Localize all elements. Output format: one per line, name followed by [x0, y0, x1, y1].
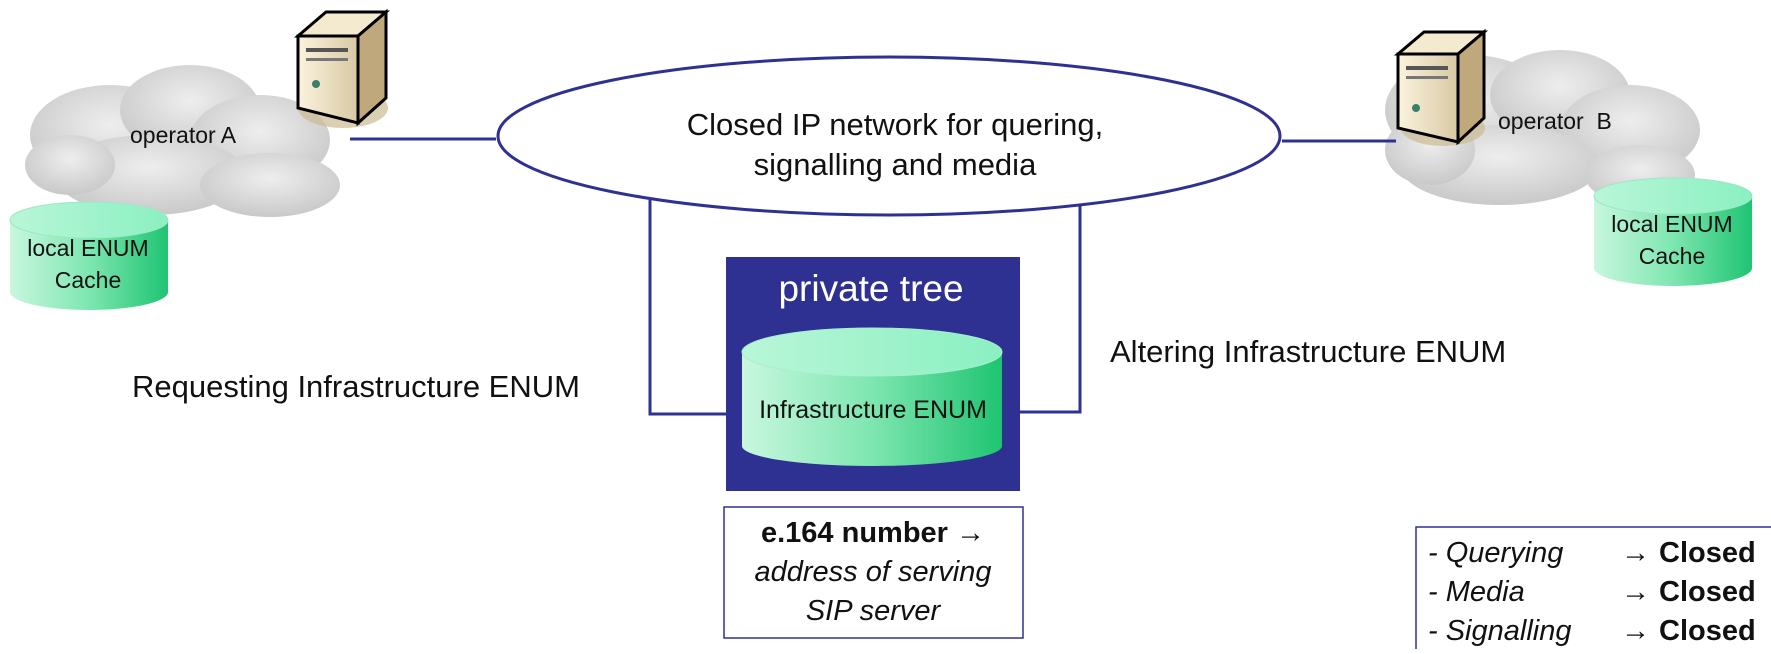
legend-value-media: Closed: [1659, 576, 1756, 608]
link-altering: [1020, 205, 1082, 414]
mapping-box: [723, 506, 1024, 639]
operator-b-label: operator B: [1498, 108, 1612, 134]
network-label-line2: signalling and media: [754, 147, 1037, 182]
operator-a-label: operator A: [130, 122, 237, 148]
cloud-a-icon: [25, 65, 340, 217]
closed-network-ellipse: [496, 55, 1282, 217]
legend-row-querying: - Querying → Closed: [1428, 537, 1756, 569]
legend-value-signalling: Closed: [1659, 615, 1756, 647]
legend-value-querying: Closed: [1659, 537, 1756, 569]
mapping-line2: address of serving: [755, 556, 992, 588]
legend-row-media: - Media → Closed: [1428, 576, 1756, 608]
private-tree-title: private tree: [778, 268, 963, 309]
mapping-line1: e.164 number →: [761, 517, 985, 549]
legend-box: [1415, 526, 1771, 654]
altering-label: Altering Infrastructure ENUM: [1110, 334, 1506, 369]
legend-item-media: - Media: [1428, 576, 1525, 608]
network-label-line1: Closed IP network for quering,: [687, 107, 1103, 142]
connector-lines: [350, 137, 1396, 416]
local-cache-a-line1: local ENUM: [27, 235, 148, 261]
local-cache-a-line2: Cache: [55, 267, 121, 293]
infrastructure-enum-label: Infrastructure ENUM: [759, 396, 987, 424]
legend-item-querying: - Querying: [1428, 537, 1563, 569]
legend-arrow-querying: →: [1621, 537, 1650, 569]
requesting-label: Requesting Infrastructure ENUM: [132, 369, 580, 404]
server-a-icon: [293, 8, 391, 128]
legend-arrow-signalling: →: [1621, 615, 1650, 647]
local-cache-b-db-icon: [1593, 177, 1753, 286]
legend-row-signalling: - Signalling → Closed: [1428, 615, 1756, 647]
mapping-line3: SIP server: [806, 595, 942, 627]
legend-arrow-media: →: [1621, 576, 1650, 608]
local-cache-b-line2: Cache: [1639, 243, 1705, 269]
infrastructure-enum-db-icon: [741, 327, 1003, 466]
legend-item-signalling: - Signalling: [1428, 615, 1571, 647]
link-requesting: [648, 200, 728, 416]
local-cache-a-db-icon: [9, 201, 169, 310]
local-cache-b-line1: local ENUM: [1611, 211, 1732, 237]
server-b-icon: [1393, 28, 1489, 146]
